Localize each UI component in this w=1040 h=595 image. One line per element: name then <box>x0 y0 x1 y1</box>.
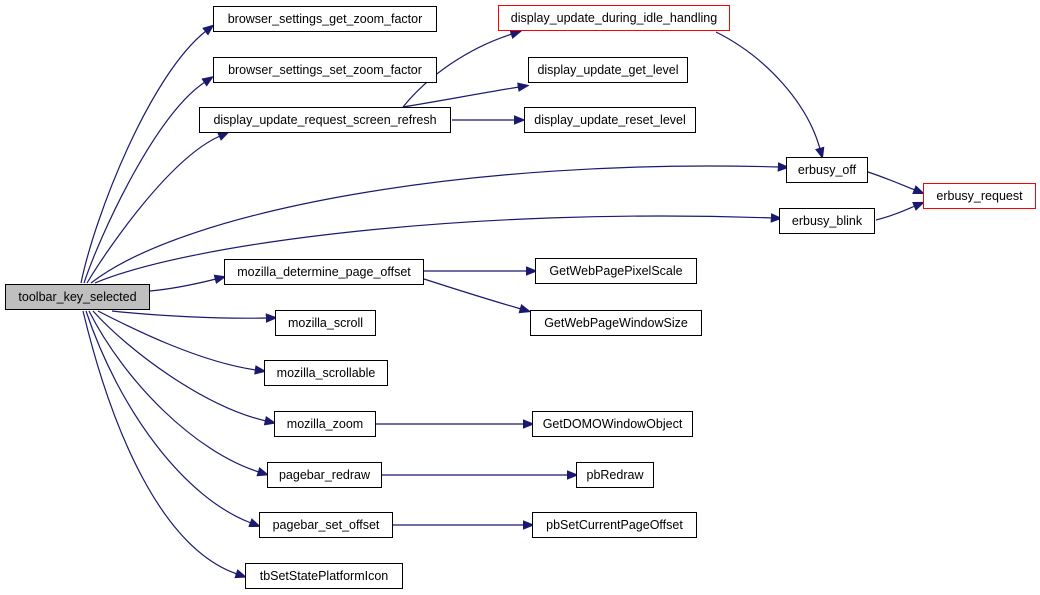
graph-node-display_update_get_level[interactable]: display_update_get_level <box>528 57 688 83</box>
graph-node-browser_settings_set_zoom_factor[interactable]: browser_settings_set_zoom_factor <box>213 57 437 83</box>
graph-node-pbRedraw[interactable]: pbRedraw <box>576 462 654 488</box>
graph-node-tbSetStatePlatformIcon[interactable]: tbSetStatePlatformIcon <box>245 563 403 589</box>
edge-toolbar_key_selected-to-tbSetStatePlatformIcon <box>82 310 248 579</box>
graph-node-erbusy_blink[interactable]: erbusy_blink <box>779 208 875 234</box>
graph-node-erbusy_off[interactable]: erbusy_off <box>786 157 868 183</box>
graph-node-mozilla_zoom[interactable]: mozilla_zoom <box>274 411 376 437</box>
edge-toolbar_key_selected-to-browser_settings_set_zoom_factor <box>83 76 215 284</box>
graph-node-pagebar_set_offset[interactable]: pagebar_set_offset <box>259 512 393 538</box>
edge-display_update_request_screen_refresh-to-display_update_get_level <box>402 82 530 108</box>
edge-toolbar_key_selected-to-mozilla_zoom <box>92 310 277 426</box>
graph-node-display_update_request_screen_refresh[interactable]: display_update_request_screen_refresh <box>199 107 451 133</box>
graph-node-mozilla_scroll[interactable]: mozilla_scroll <box>275 310 376 336</box>
graph-node-GetWebPagePixelScale[interactable]: GetWebPagePixelScale <box>535 258 697 284</box>
graph-node-pbSetCurrentPageOffset[interactable]: pbSetCurrentPageOffset <box>532 512 697 538</box>
edge-toolbar_key_selected-to-pagebar_set_offset <box>85 310 262 528</box>
graph-node-browser_settings_get_zoom_factor[interactable]: browser_settings_get_zoom_factor <box>213 6 437 32</box>
edge-toolbar_key_selected-to-pagebar_redraw <box>88 310 270 477</box>
graph-node-GetDOMOWindowObject[interactable]: GetDOMOWindowObject <box>532 411 693 437</box>
graph-node-toolbar_key_selected: toolbar_key_selected <box>5 284 150 310</box>
edge-toolbar_key_selected-to-mozilla_scroll <box>111 310 278 323</box>
graph-node-erbusy_request[interactable]: erbusy_request <box>923 183 1036 209</box>
edge-toolbar_key_selected-to-mozilla_determine_page_offset <box>149 274 227 292</box>
edge-toolbar_key_selected-to-display_update_request_screen_refresh <box>86 131 230 284</box>
edge-toolbar_key_selected-to-mozilla_scrollable <box>97 310 267 375</box>
graph-node-pagebar_redraw[interactable]: pagebar_redraw <box>267 462 382 488</box>
edge-erbusy_off-to-erbusy_request <box>867 171 926 195</box>
edge-display_update_during_idle_handling-to-erbusy_off <box>715 31 825 160</box>
edge-toolbar_key_selected-to-browser_settings_get_zoom_factor <box>80 24 215 284</box>
graph-node-display_update_during_idle_handling[interactable]: display_update_during_idle_handling <box>498 5 730 31</box>
edge-erbusy_blink-to-erbusy_request <box>875 201 925 221</box>
graph-node-display_update_reset_level[interactable]: display_update_reset_level <box>524 107 696 133</box>
graph-node-mozilla_scrollable[interactable]: mozilla_scrollable <box>264 360 388 386</box>
graph-node-mozilla_determine_page_offset[interactable]: mozilla_determine_page_offset <box>224 259 424 285</box>
graph-node-GetWebPageWindowSize[interactable]: GetWebPageWindowSize <box>530 310 702 336</box>
edge-mozilla_determine_page_offset-to-GetWebPageWindowSize <box>423 278 532 314</box>
